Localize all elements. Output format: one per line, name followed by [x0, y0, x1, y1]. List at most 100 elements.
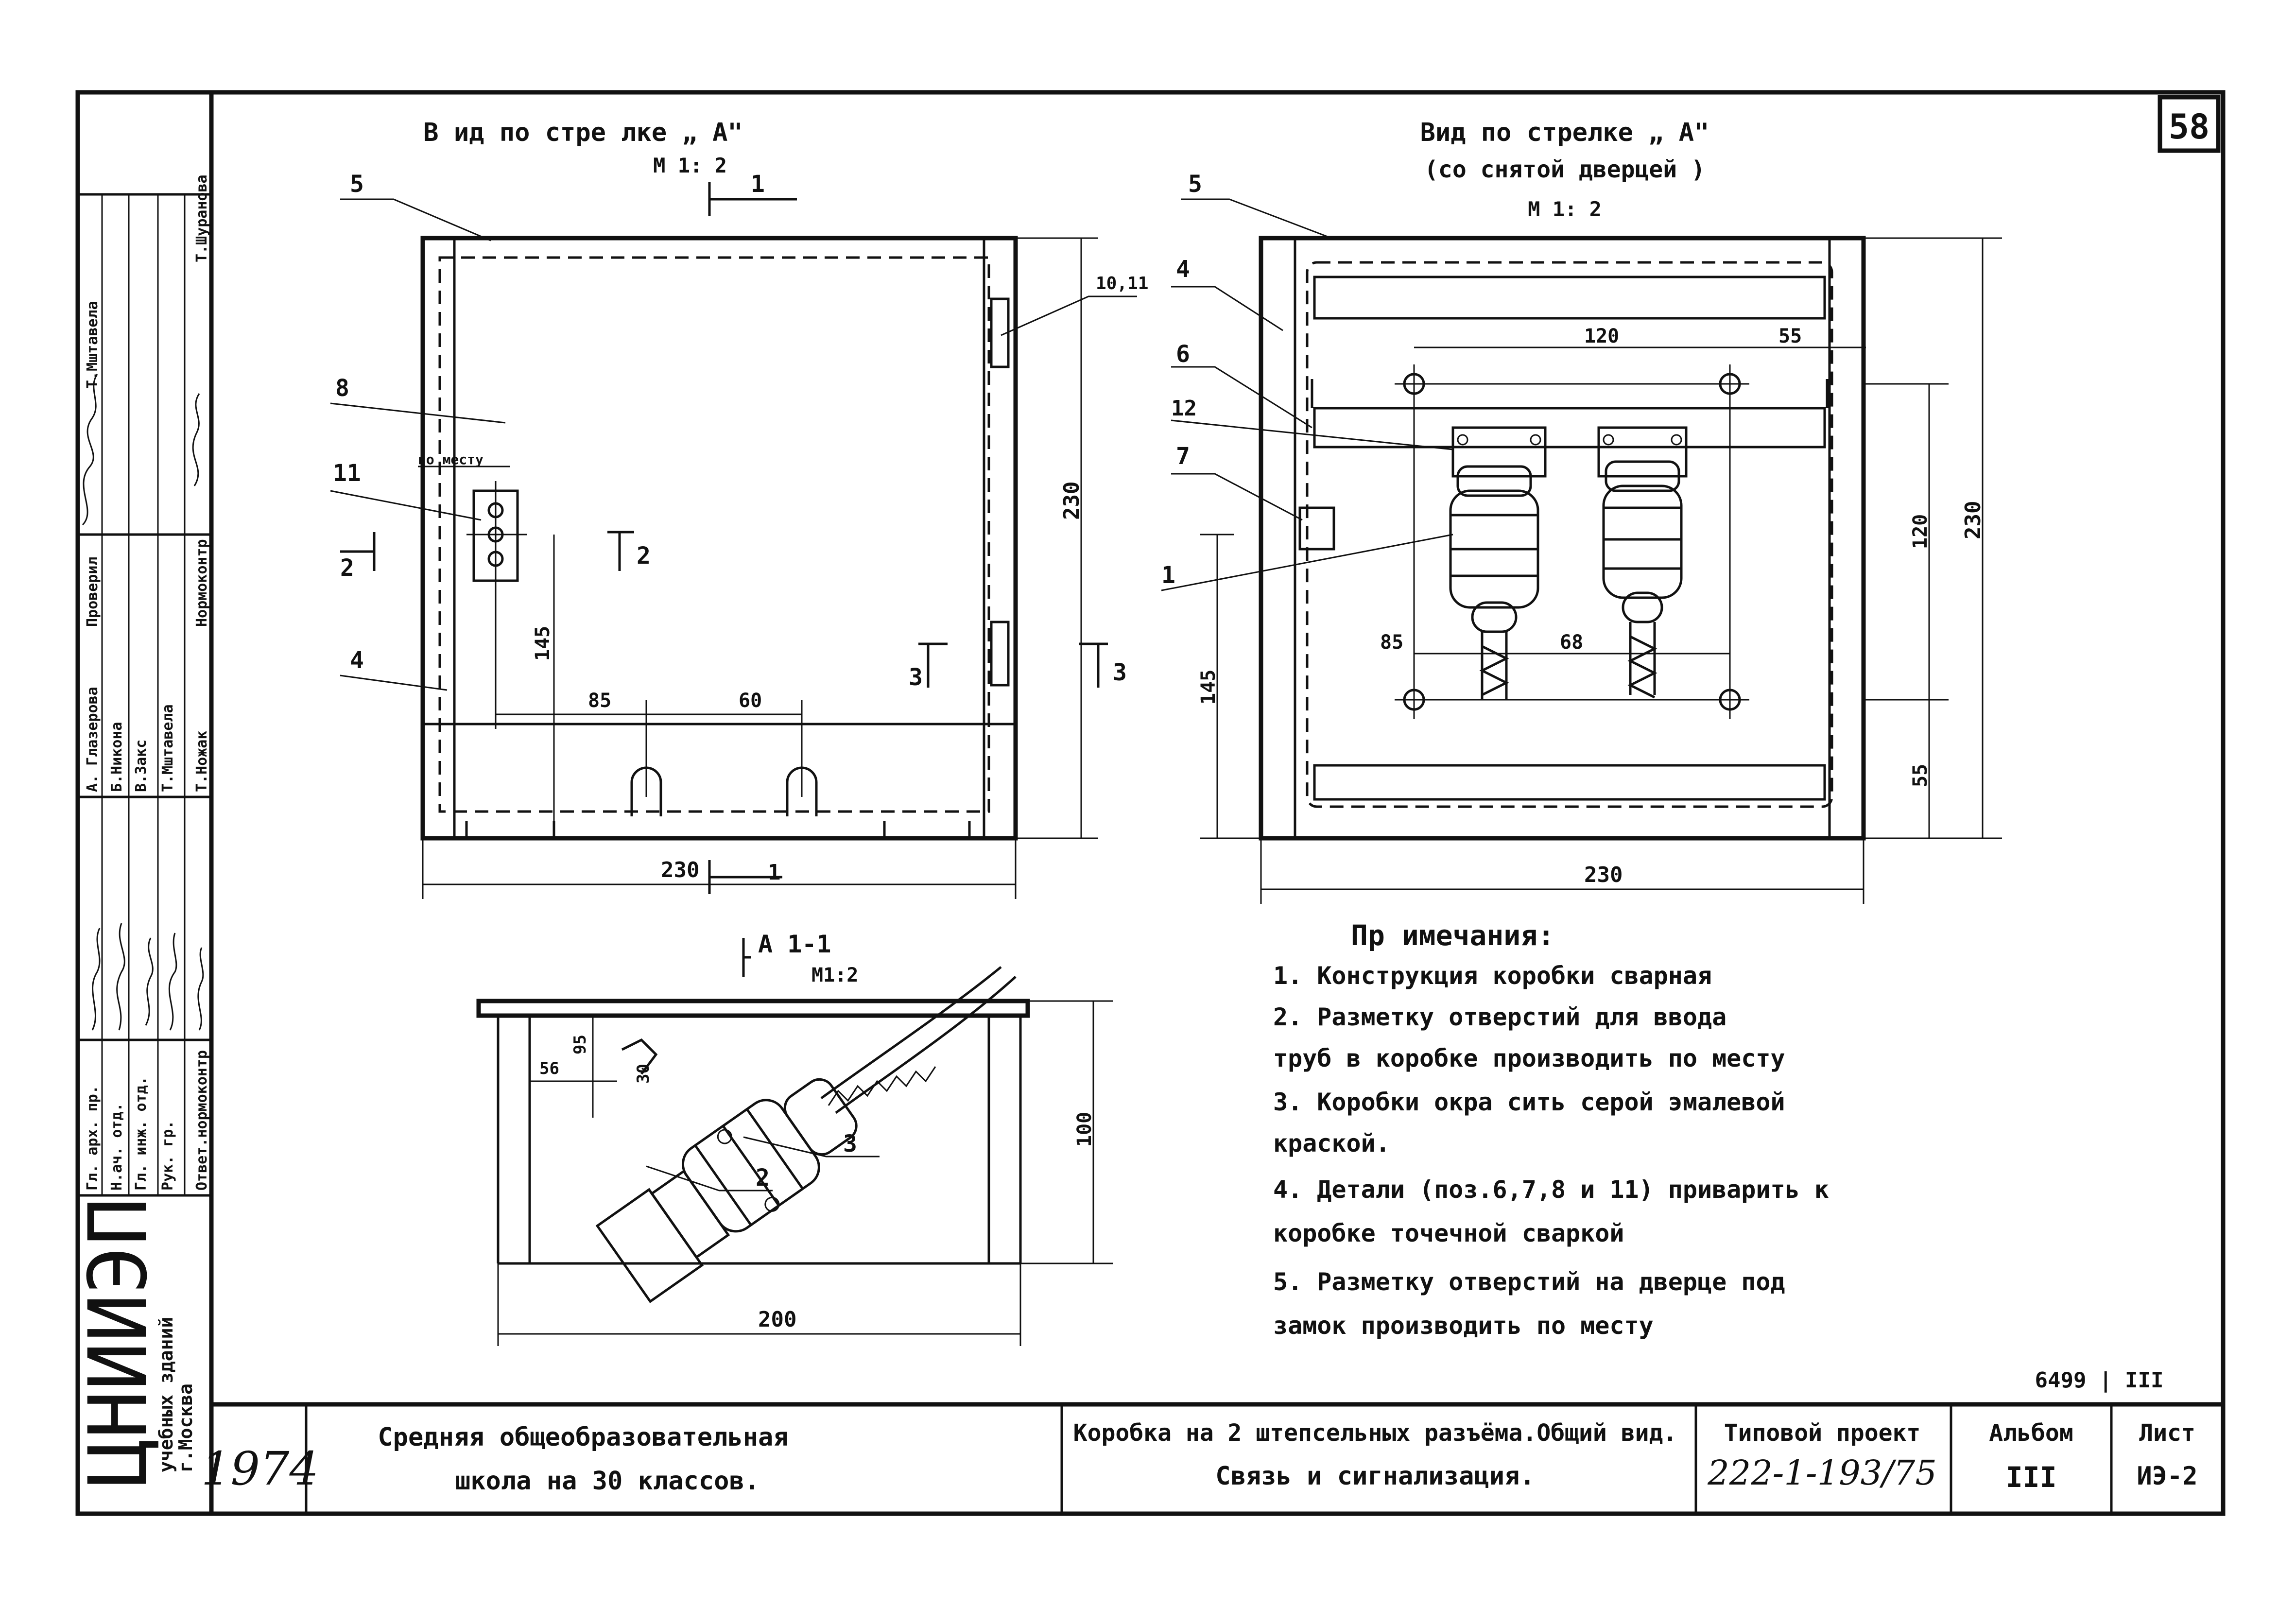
name-0: А. Глазерова — [84, 687, 101, 792]
top-name-1: Т.Шуранова — [193, 174, 210, 262]
connector-left — [1449, 426, 1547, 700]
role-2: Гл. инж. отд. — [133, 1076, 150, 1191]
role-4: Ответ.нормоконтр — [193, 1050, 210, 1191]
project-line2: школа на 30 классов. — [455, 1467, 760, 1496]
dim-s-95: 95 — [570, 1035, 590, 1054]
sheet-number-box — [2158, 95, 2221, 153]
year: 1974 — [201, 1442, 319, 1496]
title-block: 1974 Средняя общеобразовательная школа н… — [201, 1402, 2223, 1514]
view-a: В ид по стре лке „ А" М 1: 2 1 по месту — [330, 118, 1148, 899]
dim-b-120v: 120 — [1909, 514, 1932, 549]
note-line-6: 4. Детали (поз.6,7,8 и 11) приварить к — [1273, 1175, 1829, 1204]
dim-s-100: 100 — [1073, 1112, 1096, 1147]
place-label: по месту — [418, 451, 483, 467]
section-1-1: А 1-1 М1:2 3 2 — [476, 930, 1113, 1346]
box-a-body — [420, 236, 1018, 841]
drawing-line2: Связь и сигнализация. — [1215, 1462, 1535, 1491]
dim-b-145: 145 — [1197, 670, 1220, 705]
dim-a-145: 145 — [532, 626, 554, 661]
note-line-7: коробке точечной сваркой — [1273, 1219, 1624, 1247]
org-name: ЦНИИЭП — [71, 1197, 165, 1487]
pos-2: 2 — [756, 1164, 770, 1192]
name-3: Т.Мштавела — [159, 704, 176, 792]
cut-1-bottom-label: 1 — [768, 860, 781, 885]
view-a-title: В ид по стре лке „ А" — [423, 118, 742, 147]
hinge-top — [990, 297, 1010, 368]
top-role-0: Проверил — [84, 557, 101, 627]
dim-b-230h: 230 — [1584, 863, 1623, 887]
pos-10-11: 10,11 — [1096, 274, 1148, 294]
org-sub1: учебных зданий — [155, 1317, 177, 1472]
note-line-8: 5. Разметку отверстий на дверце под — [1273, 1268, 1785, 1296]
pos-4-a: 4 — [350, 647, 364, 674]
type-number: 222-1-193/75 — [1707, 1453, 1937, 1493]
top-role-2: Нормоконтр — [193, 539, 210, 627]
sheet-number: 58 — [2169, 107, 2210, 147]
dim-a-85: 85 — [588, 690, 611, 712]
cut-2-left: 2 — [340, 554, 354, 582]
top-name-0: Т.Мштавела — [84, 301, 101, 389]
door-opening — [1306, 261, 1833, 808]
album-label: Альбом — [1989, 1419, 2073, 1447]
dim-b-68: 68 — [1560, 631, 1583, 654]
dim-b-120: 120 — [1584, 325, 1619, 347]
connector-right — [1597, 426, 1688, 699]
dim-b-85: 85 — [1380, 631, 1403, 654]
sheet-label: Лист — [2139, 1419, 2195, 1447]
drawing-line1: Коробка на 2 штепсельных разъёма.Общий в… — [1073, 1419, 1677, 1447]
dim-s-200: 200 — [758, 1307, 796, 1332]
cut-3-right: 3 — [1113, 659, 1127, 686]
cut-2-right: 2 — [637, 542, 651, 570]
dim-b-55-top: 55 — [1778, 325, 1802, 347]
dim-a-230h: 230 — [661, 858, 699, 882]
view-b-subtitle: (со снятой дверцей ) — [1424, 156, 1705, 183]
left-stamp: ЦНИИЭП учебных зданий г.Москва Гл. арх. … — [71, 174, 211, 1487]
name-2: В.Закс — [133, 740, 150, 792]
dim-a-60: 60 — [739, 690, 762, 712]
pos-11: 11 — [333, 460, 361, 487]
note-line-3: труб в коробке производить по месту — [1273, 1044, 1785, 1072]
pos-6: 6 — [1176, 341, 1190, 368]
name-1: Б.Никона — [108, 722, 125, 793]
section-lid — [476, 999, 1030, 1018]
pos-4-b: 4 — [1176, 256, 1190, 283]
dim-b-230v: 230 — [1961, 501, 1985, 539]
view-b: Вид по стрелке „ А" (со снятой дверцей )… — [1161, 118, 2002, 904]
org-sub2: г.Москва — [175, 1383, 196, 1472]
top-rail — [1313, 276, 1826, 320]
role-0: Гл. арх. пр. — [84, 1085, 101, 1191]
section-connector — [595, 1078, 858, 1303]
role-1: Н.ач. отд. — [108, 1103, 125, 1191]
bottom-rail — [1313, 764, 1826, 801]
project-line1: Средняя общеобразовательная — [378, 1423, 788, 1452]
earth-clip — [1298, 506, 1335, 551]
cut-3-left: 3 — [909, 664, 923, 691]
view-b-scale: М 1: 2 — [1528, 197, 1602, 221]
signatures — [82, 374, 204, 1031]
dim-s-30: 30 — [634, 1064, 653, 1084]
cut-1-top-label: 1 — [751, 171, 765, 198]
dim-a-230v: 230 — [1059, 482, 1084, 520]
note-line-1: 1. Конструкция коробки сварная — [1273, 962, 1712, 990]
hinge-bottom — [990, 621, 1010, 687]
pos-12: 12 — [1171, 396, 1197, 421]
type-label: Типовой проект — [1724, 1419, 1921, 1447]
archive-number: 6499 | III — [2035, 1368, 2164, 1393]
pos-8: 8 — [335, 375, 349, 402]
note-line-4: 3. Коробки окра сить серой эмалевой — [1273, 1088, 1785, 1116]
door-outline — [438, 256, 990, 813]
mounting-bar — [1313, 407, 1826, 449]
view-a-scale: М 1: 2 — [653, 154, 727, 177]
pos-3: 3 — [843, 1130, 857, 1158]
pos-5-a: 5 — [350, 171, 364, 198]
notes-heading: Пр имечания: — [1351, 919, 1554, 952]
pos-1: 1 — [1161, 562, 1175, 589]
notes: Пр имечания: 1. Конструкция коробки свар… — [1273, 919, 1829, 1340]
name-4: Т.Ножак — [193, 731, 210, 792]
dim-s-56: 56 — [539, 1059, 559, 1078]
pos-5-b: 5 — [1188, 171, 1202, 198]
view-b-title: Вид по стрелке „ А" — [1420, 118, 1709, 147]
role-3: Рук. гр. — [159, 1121, 176, 1191]
note-line-5: краской. — [1273, 1129, 1390, 1158]
